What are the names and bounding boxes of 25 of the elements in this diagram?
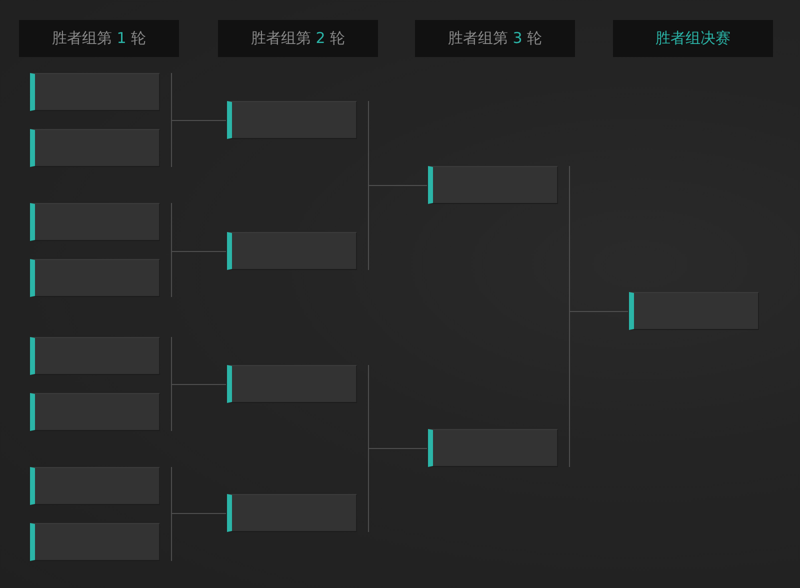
match-slot xyxy=(227,232,357,270)
match-slot xyxy=(30,337,160,375)
match-slot xyxy=(629,292,759,330)
round-header: 胜者组决赛 xyxy=(613,20,773,57)
match-slot xyxy=(30,129,160,167)
match-slot xyxy=(227,365,357,403)
match-slot xyxy=(30,467,160,505)
bracket-line xyxy=(368,185,428,270)
match-slot xyxy=(428,166,558,204)
bracket-line xyxy=(171,120,226,168)
match-slot xyxy=(227,494,357,532)
match-slot xyxy=(227,101,357,139)
round-header: 胜者组第 2 轮 xyxy=(218,20,378,57)
bracket-line xyxy=(368,448,428,532)
match-slot xyxy=(30,203,160,241)
round-header: 胜者组第 1 轮 xyxy=(19,20,179,57)
match-slot xyxy=(30,73,160,111)
bracket-line xyxy=(171,384,226,432)
round-header: 胜者组第 3 轮 xyxy=(415,20,575,57)
bracket-line xyxy=(171,513,226,562)
match-slot xyxy=(30,393,160,431)
match-slot xyxy=(30,259,160,297)
match-slot xyxy=(30,523,160,561)
bracket-line xyxy=(171,251,226,298)
match-slot xyxy=(428,429,558,467)
